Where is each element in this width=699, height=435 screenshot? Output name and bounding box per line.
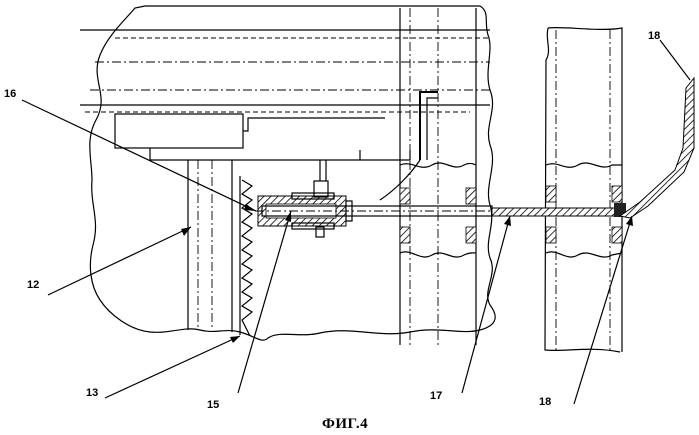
bracket-block bbox=[115, 114, 410, 160]
middle-pillar bbox=[400, 8, 476, 345]
upper-beam bbox=[80, 30, 490, 112]
left-vertical-post bbox=[188, 160, 232, 332]
label-12: 12 bbox=[27, 279, 39, 291]
rack-teeth bbox=[242, 180, 252, 336]
link-bar bbox=[492, 203, 626, 217]
right-pillar bbox=[545, 28, 622, 352]
main-body-outline bbox=[90, 6, 495, 340]
label-18-top: 18 bbox=[648, 30, 660, 42]
cylinder-housing bbox=[258, 160, 352, 237]
label-18-bottom: 18 bbox=[539, 396, 551, 408]
arrowheads bbox=[181, 204, 633, 343]
angle-bracket bbox=[380, 92, 438, 200]
label-15: 15 bbox=[207, 399, 219, 411]
bent-plate bbox=[620, 78, 694, 218]
label-16: 16 bbox=[4, 88, 16, 100]
label-13: 13 bbox=[86, 387, 98, 399]
figure-caption: ФИГ.4 bbox=[322, 416, 368, 432]
label-17: 17 bbox=[430, 390, 442, 402]
